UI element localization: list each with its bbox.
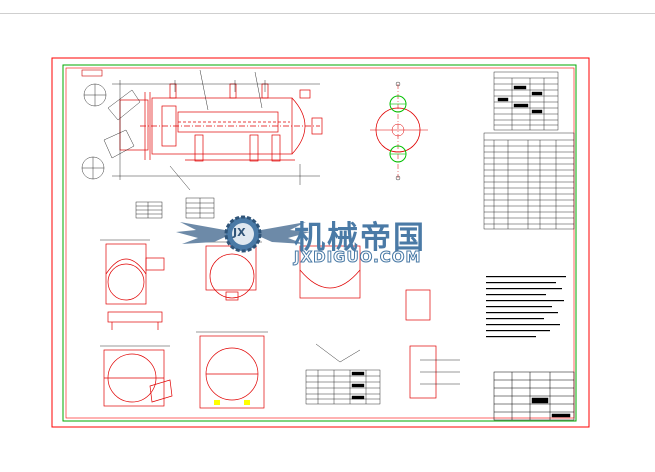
wing-left-icon (176, 222, 236, 244)
nozzle-orientation-views (81, 83, 141, 180)
detail-views (103, 243, 437, 409)
vessel-end-view (370, 81, 428, 181)
technical-notes (486, 276, 566, 338)
outer-border (51, 57, 590, 428)
title-block (493, 371, 575, 421)
vessel-elevation-view (119, 83, 323, 162)
watermark-logo-letters: JX (233, 226, 246, 239)
sheet-corner-tag (81, 69, 103, 77)
inner-border (62, 64, 577, 422)
wing-right-icon (250, 222, 310, 244)
elevation-dimension-lines (112, 69, 320, 191)
watermark-brand-cn: 机械帝国 (294, 220, 426, 256)
design-data-table (493, 71, 559, 131)
watermark-logo (176, 215, 310, 253)
small-tables (135, 197, 215, 219)
material-table (305, 369, 381, 405)
nozzle-schedule-table (483, 132, 575, 230)
top-divider-line (0, 13, 655, 14)
detail-highlights (214, 400, 250, 405)
top-toolbar-strip (0, 0, 655, 20)
watermark-brand-en: JXDIGUO.COM (293, 248, 422, 267)
